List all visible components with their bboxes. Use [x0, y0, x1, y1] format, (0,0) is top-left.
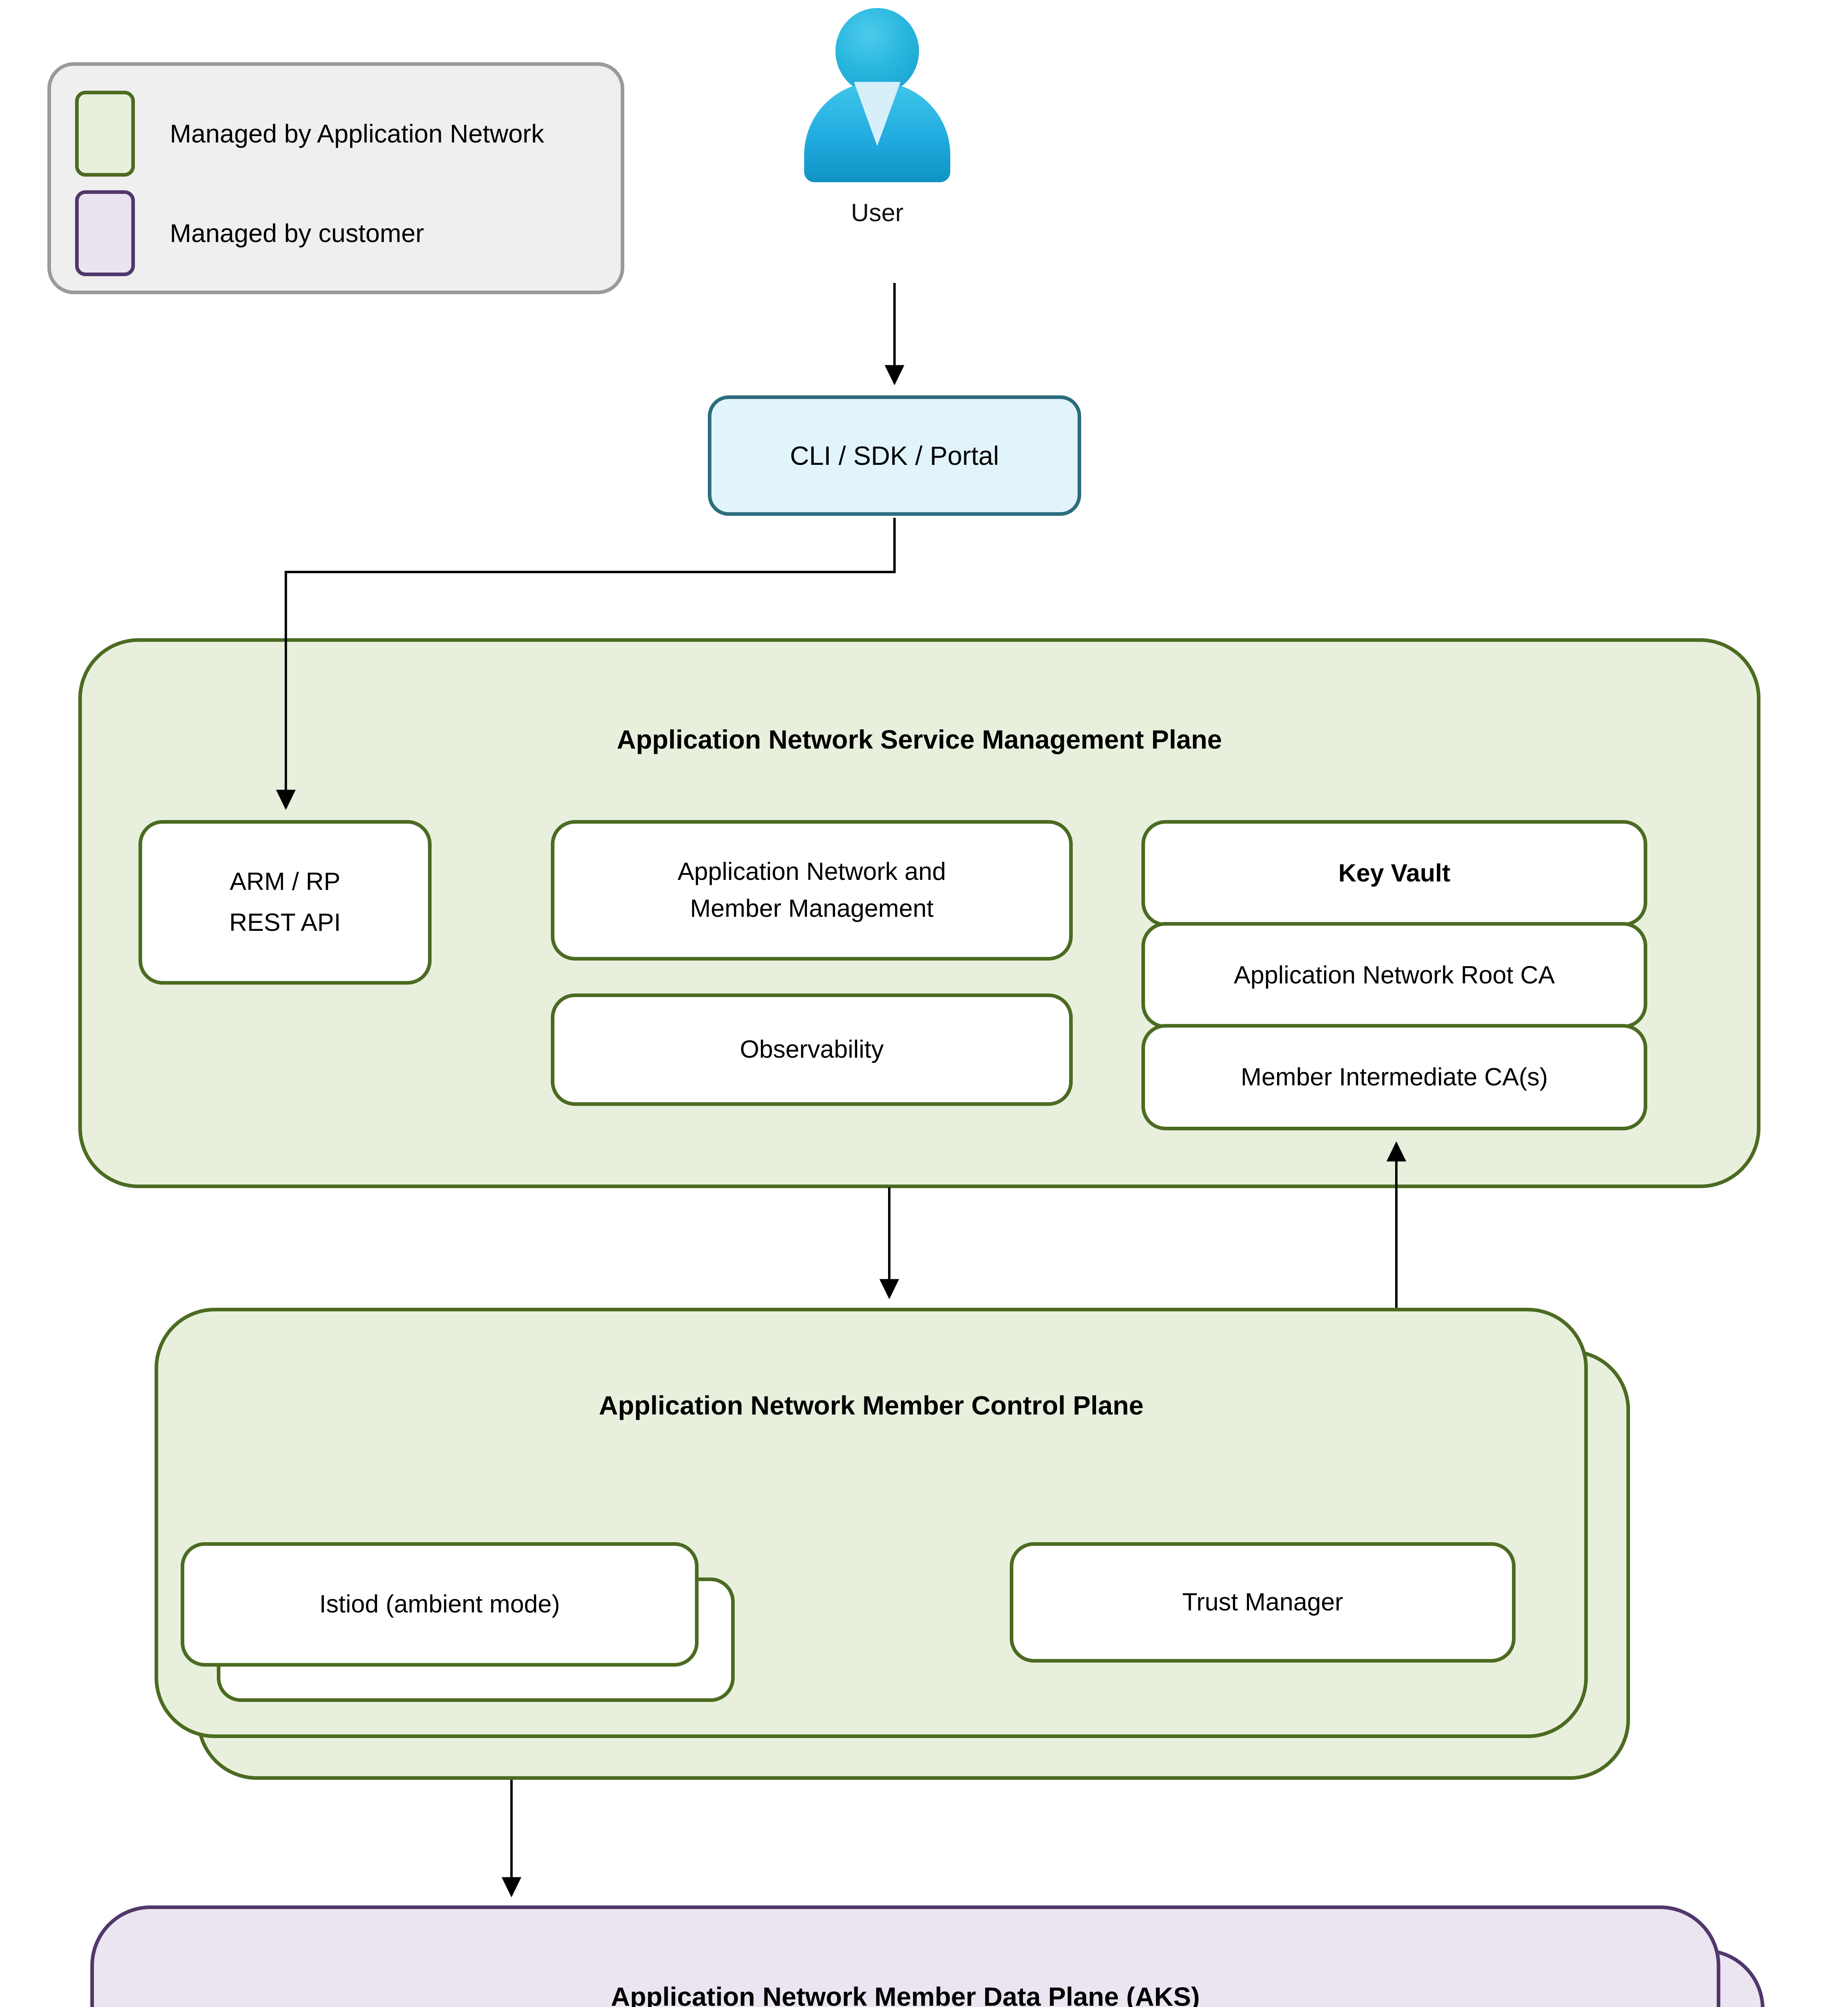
arm-rp-line-1: ARM / RP	[230, 868, 340, 896]
service-management-plane-title: Application Network Service Management P…	[617, 725, 1222, 754]
application-network-member-management-box[interactable]: Application Network and Member Managemen…	[551, 820, 1073, 961]
legend-label-managed-by-customer: Managed by customer	[170, 219, 424, 248]
root-ca-label: Application Network Root CA	[1234, 961, 1555, 989]
legend-item-managed-by-application-network: Managed by Application Network	[75, 91, 544, 177]
legend-panel: Managed by Application Network Managed b…	[47, 62, 624, 294]
application-network-root-ca-box[interactable]: Application Network Root CA	[1141, 922, 1647, 1028]
member-control-plane-title: Application Network Member Control Plane	[599, 1390, 1144, 1420]
member-data-plane-container: Application Network Member Data Plane (A…	[90, 1905, 1720, 2007]
user-head-icon	[835, 8, 919, 94]
member-management-line-1: Application Network and	[677, 858, 946, 886]
arm-rp-rest-api-box[interactable]: ARM / RP REST API	[139, 820, 432, 985]
user-avatar-icon	[797, 5, 958, 197]
cli-sdk-portal-box[interactable]: CLI / SDK / Portal	[708, 395, 1081, 516]
observability-label: Observability	[740, 1036, 884, 1064]
cli-sdk-portal-label: CLI / SDK / Portal	[790, 440, 999, 470]
istiod-label: Istiod (ambient mode)	[319, 1590, 560, 1618]
legend-swatch-green	[75, 91, 135, 177]
legend-item-managed-by-customer: Managed by customer	[75, 190, 424, 276]
observability-box[interactable]: Observability	[551, 993, 1073, 1106]
member-management-line-2: Member Management	[690, 895, 934, 922]
legend-label-managed-by-application-network: Managed by Application Network	[170, 119, 544, 148]
user-label: User	[851, 199, 904, 227]
trust-manager-label: Trust Manager	[1182, 1588, 1343, 1616]
key-vault-label: Key Vault	[1338, 859, 1451, 887]
intermediate-ca-label: Member Intermediate CA(s)	[1241, 1063, 1548, 1091]
trust-manager-box[interactable]: Trust Manager	[1010, 1542, 1516, 1663]
arm-rp-line-2: REST API	[229, 909, 341, 936]
member-intermediate-ca-box[interactable]: Member Intermediate CA(s)	[1141, 1024, 1647, 1130]
istiod-box[interactable]: Istiod (ambient mode)	[181, 1542, 699, 1667]
member-data-plane-title: Application Network Member Data Plane (A…	[611, 1982, 1200, 2007]
legend-swatch-purple	[75, 190, 135, 276]
key-vault-box[interactable]: Key Vault	[1141, 820, 1647, 926]
